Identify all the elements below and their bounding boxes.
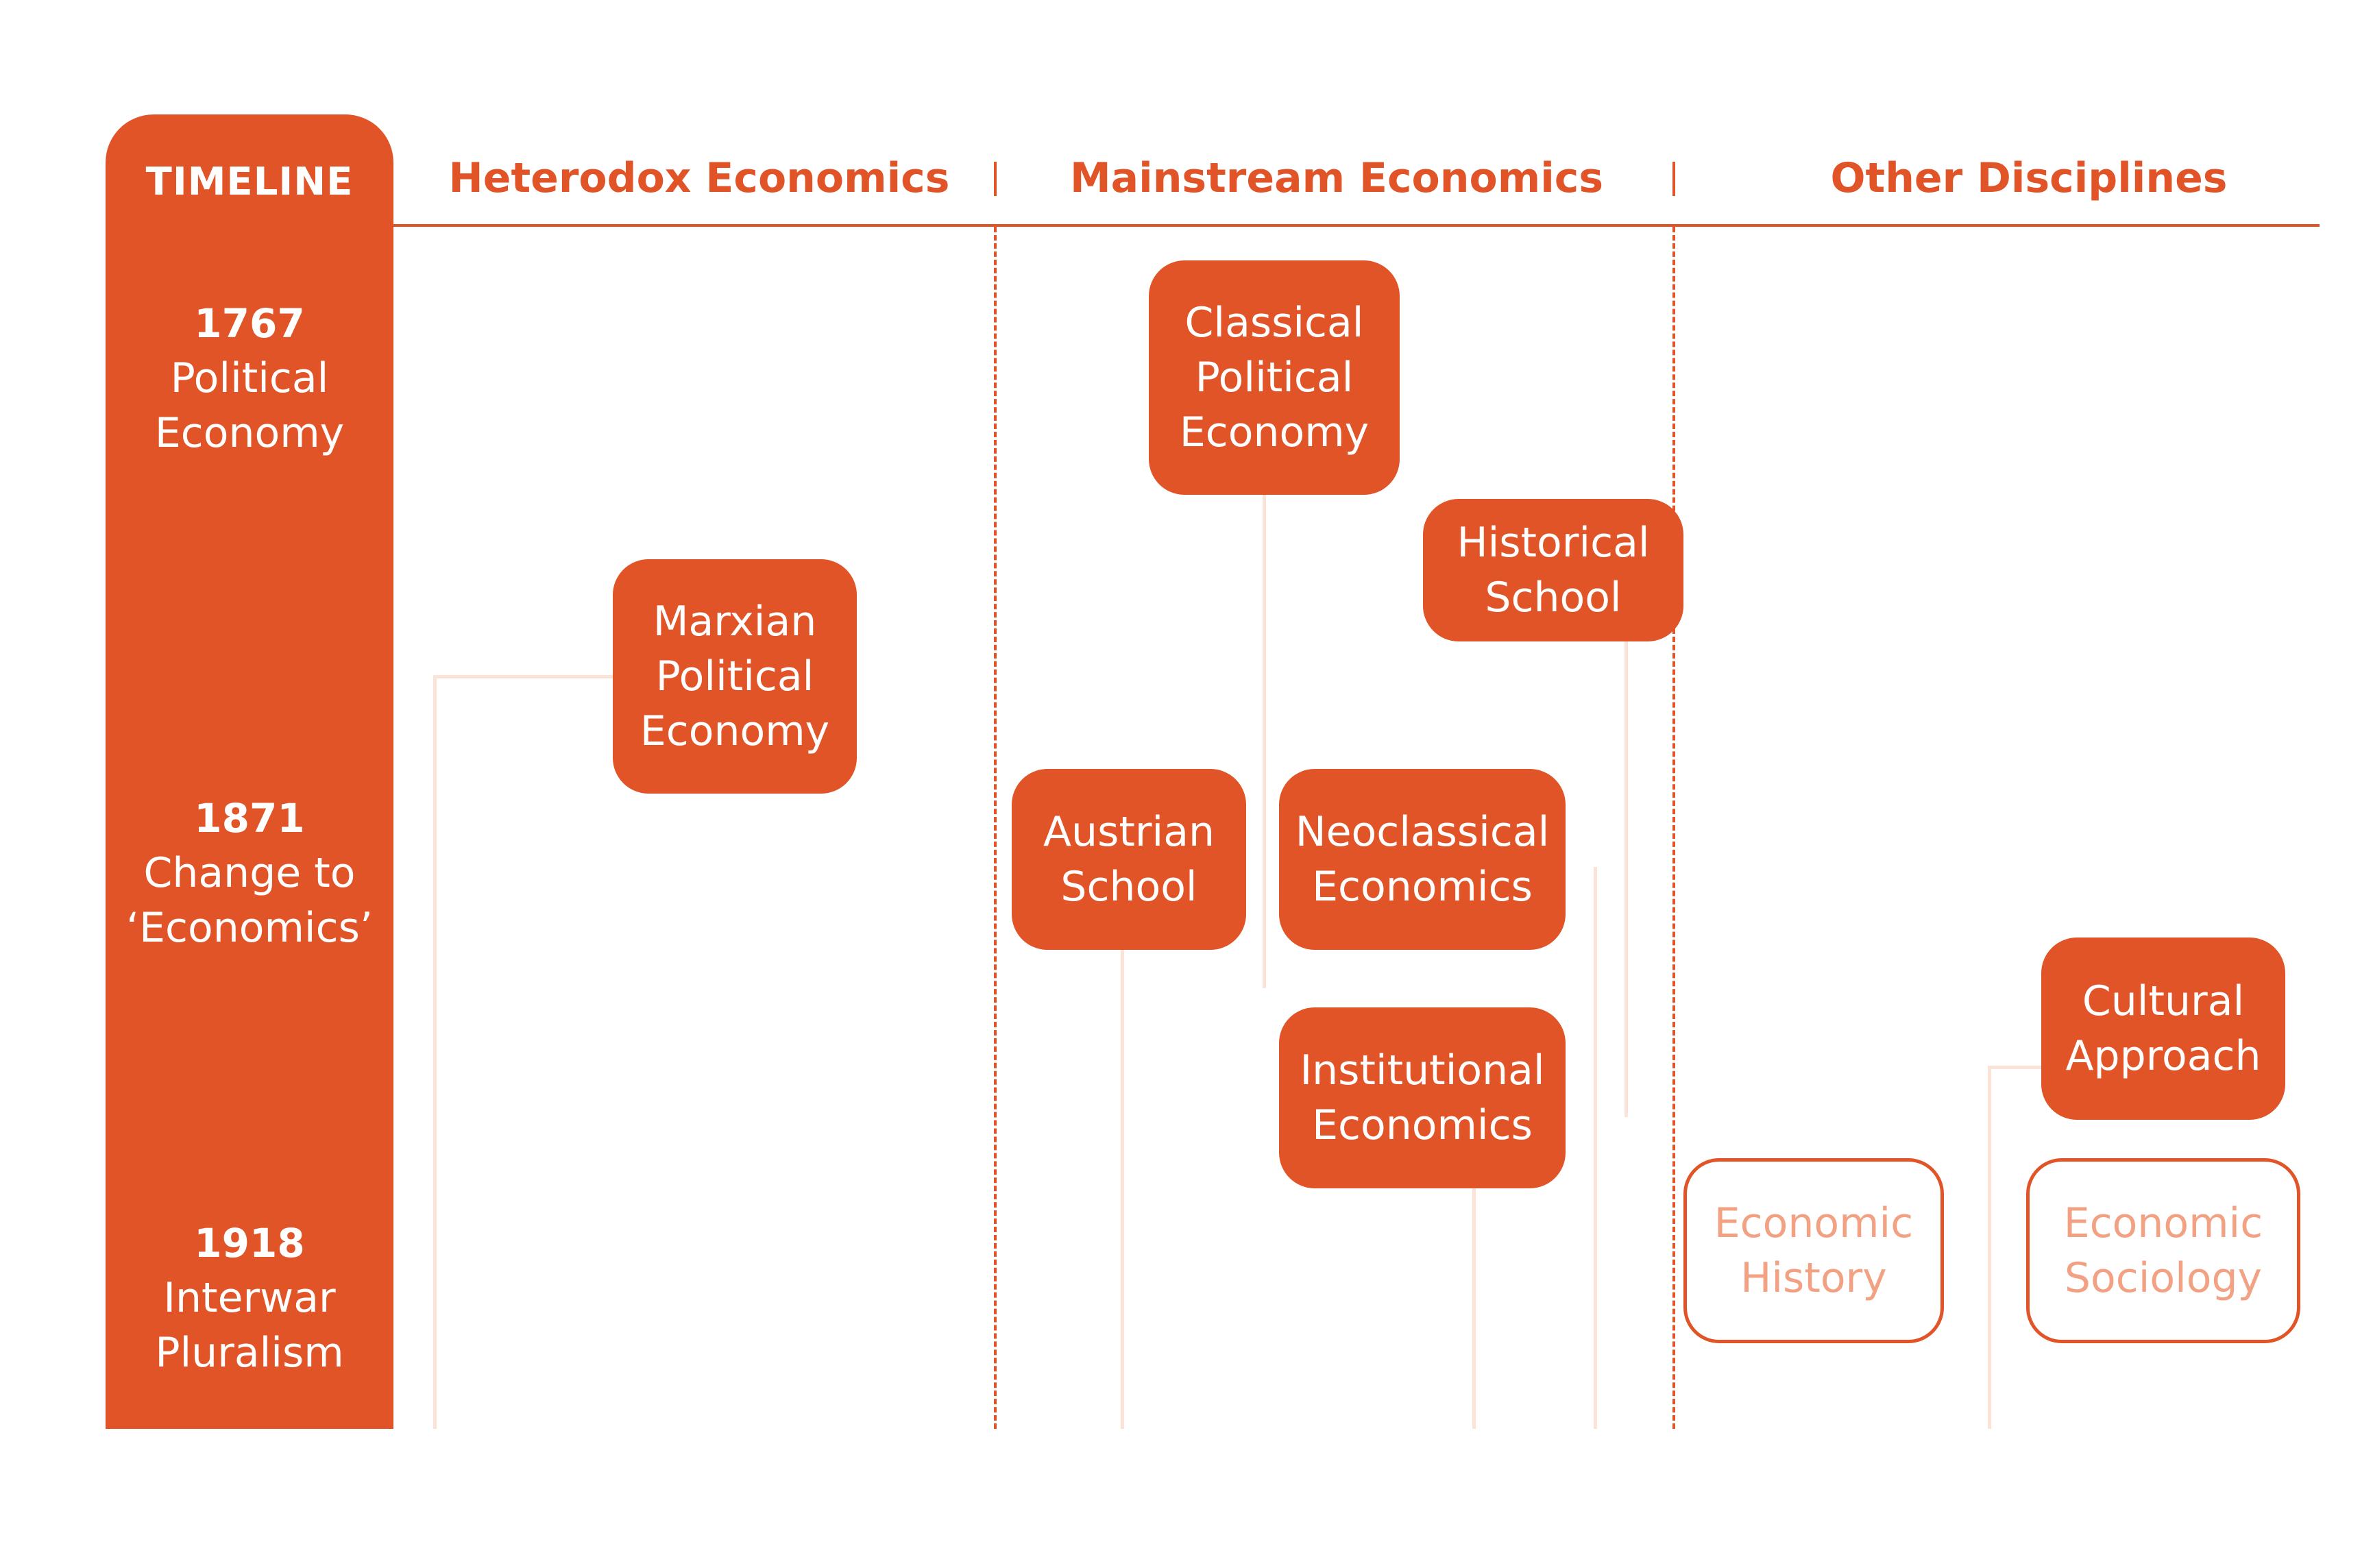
node-institutional-economics: Institutional Economics [1279,1007,1566,1188]
node-economic-history: Economic History [1683,1158,1944,1343]
node-label-line: Economy [1179,408,1370,456]
node-label-line: Sociology [2064,1254,2263,1302]
track-cultural [1988,1069,1991,1429]
track-institutional [1472,1184,1476,1429]
period-label-line-2: Pluralism [155,1329,344,1377]
node-historical-school: Historical School [1423,499,1683,641]
node-cultural-approach: Cultural Approach [2041,938,2285,1120]
header-rule [393,224,2320,227]
header-divider-2 [1672,162,1675,196]
node-label-line: History [1740,1254,1887,1302]
node-label-line: Institutional [1300,1046,1545,1094]
timeline-title: TIMELINE [145,160,354,204]
node-label-line: Marxian [653,598,817,646]
period-label-line-1: Interwar [163,1274,336,1322]
node-label-line: Economics [1312,863,1533,911]
track-cultural-branch [1988,1066,2043,1069]
node-label-line: Approach [2065,1032,2261,1080]
track-neoclassical [1594,867,1597,1429]
node-label-line: School [1060,863,1197,911]
period-year: 1918 [194,1220,305,1266]
column-header-heterodox: Heterodox Economics [448,154,950,202]
node-label-line: Economics [1312,1101,1533,1149]
track-marxian [433,678,437,1429]
node-label-line: Economic [1714,1199,1914,1247]
node-label-line: Neoclassical [1295,808,1550,856]
node-label-line: Economy [640,707,830,755]
period-year: 1871 [194,795,305,842]
node-austrian-school: Austrian School [1012,769,1246,950]
period-label-line-2: ‘Economics’ [126,904,373,952]
node-neoclassical-economics: Neoclassical Economics [1279,769,1566,950]
track-marxian-branch [433,675,613,678]
period-label-line-1: Change to [143,849,356,897]
node-classical-political-economy: Classical Political Economy [1149,260,1400,495]
column-divider-2 [1672,227,1675,1429]
track-historical [1624,637,1628,1117]
column-header-mainstream: Mainstream Economics [1069,154,1604,202]
period-1918: 1918 Interwar Pluralism [106,1216,393,1380]
node-label-line: Classical [1184,299,1364,347]
node-economic-sociology: Economic Sociology [2026,1158,2300,1343]
period-1871: 1871 Change to ‘Economics’ [106,791,393,955]
track-classical [1263,495,1266,988]
node-label-line: Historical [1457,519,1650,567]
period-year: 1767 [194,300,305,347]
node-label-line: Political [1195,354,1354,402]
node-label-line: Austrian [1043,808,1215,856]
track-austrian [1121,944,1124,1429]
node-label-line: Economic [2063,1199,2263,1247]
timeline-column [106,114,393,1429]
header-divider-1 [994,162,997,196]
period-label-line-1: Political [170,354,329,402]
period-label-line-2: Economy [154,409,345,457]
column-divider-1 [994,227,997,1429]
node-label-line: Cultural [2082,977,2245,1025]
column-header-other: Other Disciplines [1830,154,2228,202]
node-label-line: Political [655,652,814,700]
period-1767: 1767 Political Economy [106,296,393,461]
node-marxian-political-economy: Marxian Political Economy [613,559,857,794]
node-label-line: School [1485,574,1622,622]
